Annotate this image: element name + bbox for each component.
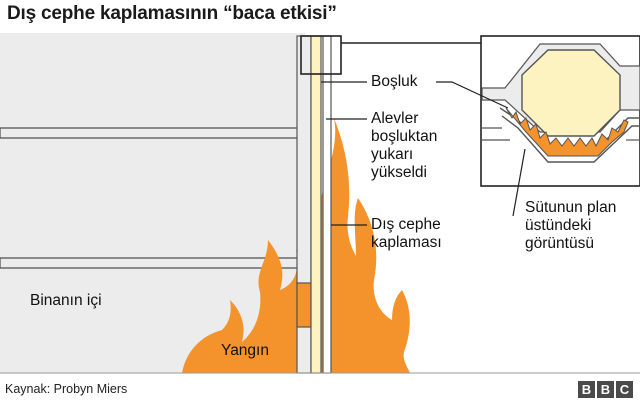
flames-label: Alevler boşluktan yukarı yükseldi [371, 110, 438, 181]
column [296, 35, 312, 374]
cavity-gap [310, 35, 322, 374]
floor-slab [0, 127, 307, 139]
page-title: Dış cephe kaplamasının “baca etkisi” [7, 3, 337, 24]
fire-flames [182, 118, 410, 373]
logo-letter: B [597, 381, 614, 398]
plan-view-inset [480, 35, 640, 187]
cladding-label: Dış cephe kaplaması [371, 216, 442, 251]
bbc-logo: B B C [578, 381, 633, 398]
floor-slab [0, 257, 307, 269]
fire-label: Yangın [221, 342, 269, 359]
leader-plan-view [512, 148, 526, 217]
cladding-panel [322, 35, 332, 374]
interior-label: Binanın içi [30, 292, 102, 309]
leader-gap-inset [436, 81, 509, 109]
zoom-box [300, 35, 342, 75]
source-caption: Kaynak: Probyn Miers [5, 382, 128, 396]
logo-letter: B [578, 381, 595, 398]
logo-letter: C [616, 381, 633, 398]
leader-lines [321, 81, 526, 226]
building-wall [0, 33, 305, 373]
plan-view-label: Sütunun plan üstündeki görüntüsü [525, 199, 617, 252]
gap-label: Boşluk [371, 73, 418, 90]
